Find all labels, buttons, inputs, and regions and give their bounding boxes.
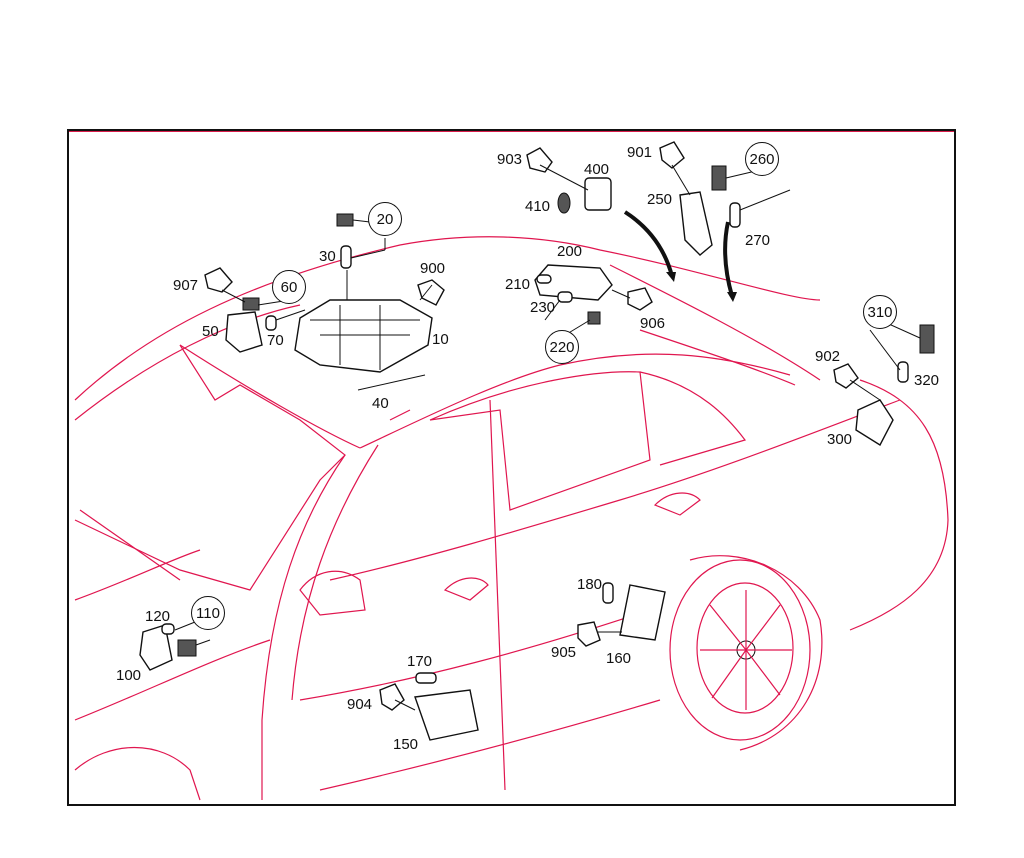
label-170: 170 — [407, 653, 433, 670]
circled-label-60: 60 — [272, 270, 306, 304]
parts — [139, 141, 935, 741]
circled-label-110: 110 — [191, 596, 225, 630]
circled-label-260: 260 — [745, 142, 779, 176]
label-120: 120 — [145, 608, 171, 625]
label-40: 40 — [372, 395, 389, 412]
label-230: 230 — [530, 299, 556, 316]
label-100: 100 — [116, 667, 142, 684]
label-901: 901 — [627, 144, 653, 161]
label-180: 180 — [577, 576, 603, 593]
circled-label-310: 310 — [863, 295, 897, 329]
label-210: 210 — [505, 276, 531, 293]
label-903: 903 — [497, 151, 523, 168]
label-10: 10 — [432, 331, 449, 348]
label-905: 905 — [551, 644, 577, 661]
label-70: 70 — [267, 332, 284, 349]
label-150: 150 — [393, 736, 419, 753]
rear-wheel — [669, 555, 823, 751]
label-900: 900 — [420, 260, 446, 277]
label-200: 200 — [557, 243, 583, 260]
label-250: 250 — [647, 191, 673, 208]
label-400: 400 — [584, 161, 610, 178]
leader-lines — [174, 164, 921, 711]
label-907: 907 — [173, 277, 199, 294]
label-160: 160 — [606, 650, 632, 667]
label-270: 270 — [745, 232, 771, 249]
label-320: 320 — [914, 372, 940, 389]
circled-label-20: 20 — [368, 202, 402, 236]
direction-arrows — [623, 210, 737, 302]
label-904: 904 — [347, 696, 373, 713]
label-906: 906 — [640, 315, 666, 332]
label-410: 410 — [525, 198, 551, 215]
label-50: 50 — [202, 323, 219, 340]
car-outline — [74, 236, 949, 801]
label-902: 902 — [815, 348, 841, 365]
label-300: 300 — [827, 431, 853, 448]
label-30: 30 — [319, 248, 336, 265]
diagram-frame — [67, 129, 956, 806]
circled-label-220: 220 — [545, 330, 579, 364]
